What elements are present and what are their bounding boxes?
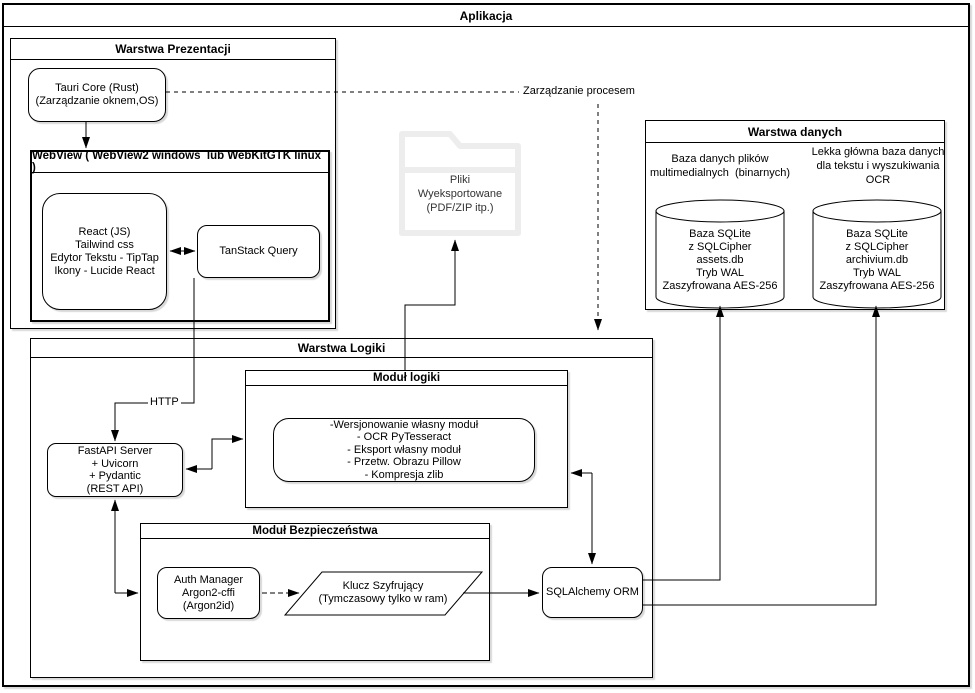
media-db-label: Baza SQLite z SQLCipher assets.db Tryb W…	[662, 228, 778, 292]
logic-module-features-node[interactable]: -Wersjonowanie własny moduł - OCR PyTess…	[273, 418, 535, 482]
fastapi-label: FastAPI Server + Uvicorn + Pydantic (RES…	[77, 445, 153, 495]
security-module-title: Moduł Bezpieczeństwa	[141, 524, 489, 539]
folder-icon[interactable]	[396, 126, 524, 238]
tauri-core-node[interactable]: Tauri Core (Rust) (Zarządzanie oknem,OS)	[28, 68, 166, 122]
sqlalchemy-orm-node[interactable]: SQLAlchemy ORM	[542, 567, 643, 618]
media-db-cylinder[interactable]	[655, 199, 785, 311]
fastapi-node[interactable]: FastAPI Server + Uvicorn + Pydantic (RES…	[47, 443, 183, 497]
logic-module-title: Moduł logiki	[246, 371, 567, 386]
main-db-caption: Lekka główna baza danych dla tekstu i wy…	[811, 146, 945, 186]
main-db-label: Baza SQLite z SQLCipher archivium.db Try…	[819, 228, 935, 292]
auth-manager-node[interactable]: Auth Manager Argon2-cffi (Argon2id)	[157, 567, 260, 619]
http-edge-label: HTTP	[148, 396, 181, 409]
tanstack-query-node[interactable]: TanStack Query	[197, 225, 320, 278]
main-db-cylinder[interactable]	[812, 199, 942, 311]
react-stack-node[interactable]: React (JS) Tailwind css Edytor Tekstu - …	[42, 193, 167, 310]
media-db-caption: Baza danych plików multimedialnych (bina…	[650, 153, 790, 179]
data-layer-title: Warstwa danych	[646, 121, 944, 143]
process-edge-label: Zarządzanie procesem	[521, 85, 637, 98]
sqlalchemy-orm-label: SQLAlchemy ORM	[546, 586, 639, 598]
webview-title: WebView ( WebView2 windows lub WebKitGTK…	[32, 150, 328, 174]
tanstack-query-label: TanStack Query	[219, 245, 298, 257]
application-title: Aplikacja	[4, 5, 968, 27]
exported-files-label: Pliki Wyeksportowane (PDF/ZIP itp.)	[417, 174, 503, 214]
logic-module-features-label: -Wersjonowanie własny moduł - OCR PyTess…	[329, 418, 479, 481]
encryption-key-label: Klucz Szyfrujący (Tymczasowy tylko w ram…	[318, 580, 448, 605]
tauri-core-label: Tauri Core (Rust) (Zarządzanie oknem,OS)	[35, 82, 159, 107]
presentation-layer-title: Warstwa Prezentacji	[11, 39, 335, 60]
logic-layer-title: Warstwa Logiki	[31, 339, 652, 358]
auth-manager-label: Auth Manager Argon2-cffi (Argon2id)	[173, 573, 244, 612]
react-stack-label: React (JS) Tailwind css Edytor Tekstu - …	[50, 225, 159, 277]
